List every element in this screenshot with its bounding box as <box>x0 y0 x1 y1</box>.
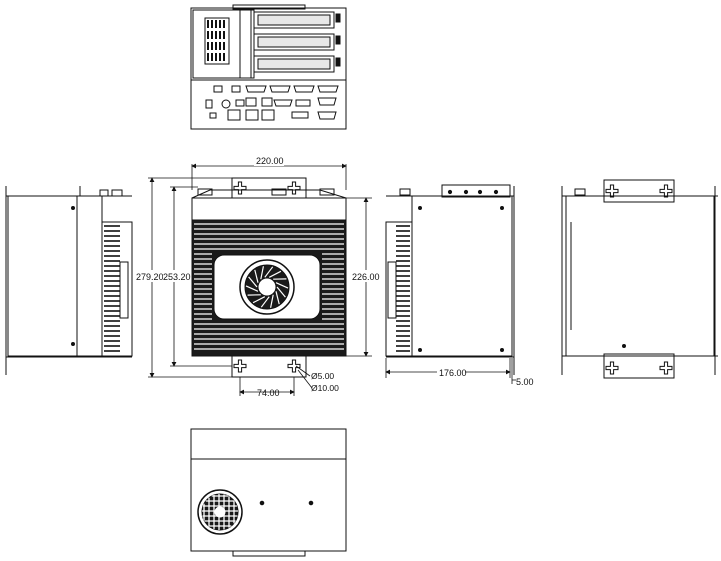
heatsink-fin-lines-right <box>396 225 410 352</box>
fan-blade <box>260 296 270 308</box>
fan-blade <box>252 296 266 304</box>
fan-blade <box>275 291 280 305</box>
dim-height-body: 226.00 <box>352 272 380 282</box>
left-side-view <box>5 186 133 375</box>
heatsink-fins <box>101 221 133 357</box>
expansion-slots <box>253 11 341 73</box>
right-side-view <box>385 184 515 375</box>
fan-blade <box>276 286 286 298</box>
front-fan-view <box>191 177 347 378</box>
dim-depth: 176.00 <box>439 368 467 378</box>
fan-blade <box>275 282 289 289</box>
rj45-port-icon <box>209 109 337 121</box>
fan-blade <box>248 276 258 288</box>
dim-hole-large: Ø10.00 <box>311 383 339 393</box>
fan-blade <box>268 270 282 278</box>
dim-hole-small: Ø5.00 <box>311 371 334 381</box>
fan-blade-lines <box>245 266 289 308</box>
db9-connector-icon <box>213 85 339 93</box>
fan-grill-lines <box>202 494 238 530</box>
dim-height-outer: 279.20 <box>136 272 164 282</box>
fan-blade <box>264 266 274 278</box>
dim-mount-spacing: 74.00 <box>257 388 280 398</box>
dim-height-inner: 253.20 <box>163 272 191 282</box>
heatsink-fin-lines <box>104 225 120 352</box>
front-io-panel-view <box>190 4 347 130</box>
fan-blade <box>245 285 259 292</box>
dim-width: 220.00 <box>256 156 284 166</box>
rear-view <box>561 179 718 379</box>
vent-slots <box>207 20 225 61</box>
fan-blade <box>270 294 274 308</box>
fan-blade <box>254 269 259 283</box>
dim-side-offset: 5.00 <box>516 377 534 387</box>
fan-blade <box>260 266 264 280</box>
dimension-labels: 220.00 279.20 253.20 226.00 74.00 Ø5.00 … <box>136 155 534 398</box>
io-row-2 <box>205 97 337 109</box>
fin-gap-lines <box>194 223 344 350</box>
bottom-view <box>190 428 347 557</box>
